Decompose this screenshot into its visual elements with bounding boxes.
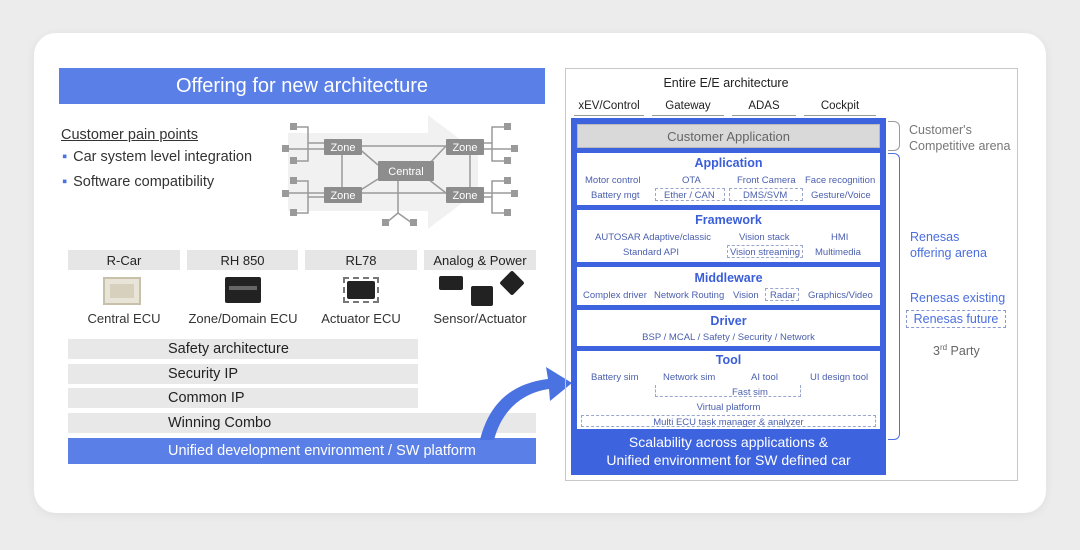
row-winning-combo: Winning Combo	[68, 413, 536, 433]
layer-item: DMS/SVM	[743, 190, 788, 201]
zone-label: Zone	[452, 142, 477, 154]
layer-item: UI design tool	[810, 372, 869, 383]
middleware-layer: Middleware Complex driver Network Routin…	[577, 267, 880, 305]
ee-tab-cockpit: Cockpit	[804, 96, 876, 116]
layer-item: Multi ECU task manager & analyzer	[653, 417, 804, 428]
dashed-box	[729, 188, 803, 201]
row-safety-architecture: Safety architecture	[68, 339, 418, 359]
layer-item: Gesture/Voice	[811, 190, 871, 201]
layer-item: Vision stack	[739, 232, 790, 243]
layer-title: Framework	[695, 213, 762, 227]
product-family-rcar: R-Car	[68, 250, 180, 270]
layer-item: OTA	[682, 175, 701, 186]
renesas-offering-label: Renesas offering arena	[910, 230, 987, 260]
zone-label: Zone	[330, 190, 355, 202]
tool-layer: Tool Battery sim Network sim AI tool UI …	[577, 351, 880, 429]
renesas-future-label: Renesas future	[906, 310, 1006, 328]
pain-point-item: ▪Software compatibility	[62, 174, 215, 190]
analog-power-chips-icon	[437, 270, 529, 308]
dashed-box	[581, 415, 876, 427]
dashed-box	[655, 385, 801, 397]
layer-item: Radar	[770, 290, 796, 301]
slide-title: Offering for new architecture	[59, 68, 545, 104]
product-family-rh850: RH 850	[187, 250, 298, 270]
layer-item: HMI	[831, 232, 849, 243]
layer-item: Face recognition	[805, 175, 876, 186]
central-label: Central	[388, 166, 423, 178]
renesas-existing-label: Renesas existing	[910, 291, 1006, 305]
pain-points-heading: Customer pain points	[61, 127, 199, 143]
layer-title: Application	[694, 156, 763, 170]
renesas-arena-bracket	[888, 153, 900, 440]
ee-tab-xev-control: xEV/Control	[574, 96, 644, 116]
driver-layer: Driver BSP / MCAL / Safety / Security / …	[577, 310, 880, 346]
product-label-zone-domain-ecu: Zone/Domain ECU	[188, 311, 298, 326]
product-family-analog-power: Analog & Power	[424, 250, 536, 270]
third-party-label: 3rd Party	[933, 343, 980, 359]
layer-item: AUTOSAR Adaptive/classic	[595, 232, 711, 243]
layer-item: Ether / CAN	[664, 190, 715, 201]
row-security-ip: Security IP	[68, 364, 418, 384]
product-label-central-ecu: Central ECU	[87, 311, 161, 326]
zone-label: Zone	[452, 190, 477, 202]
ee-architecture-title: Entire E/E architecture	[663, 76, 789, 90]
layer-item: Multimedia	[815, 247, 861, 258]
layer-item: Motor control	[585, 175, 641, 186]
layer-item: Vision	[733, 290, 759, 301]
layer-item: Vision streaming	[730, 247, 801, 258]
customer-arena-bracket	[888, 121, 900, 151]
unified-dev-environment-bar: Unified development environment / SW pla…	[68, 438, 536, 464]
zone-architecture-diagram: Zone Zone Zone Zone Central	[282, 115, 518, 229]
dashed-box	[765, 288, 799, 301]
layer-item: Virtual platform	[696, 402, 761, 413]
ee-tab-adas: ADAS	[732, 96, 796, 116]
layer-item: Network sim	[663, 372, 716, 383]
layer-item: Complex driver	[583, 290, 647, 301]
scalability-caption: Scalability across applications & Unifie…	[606, 434, 851, 468]
layer-item: BSP / MCAL / Safety / Security / Network	[642, 332, 815, 343]
layer-item: AI tool	[751, 372, 778, 383]
row-common-ip: Common IP	[68, 388, 418, 408]
customer-arena-label: Customer's Competitive arena	[909, 123, 1011, 153]
layer-title: Middleware	[694, 271, 763, 285]
rh850-chip-icon	[225, 277, 261, 303]
bullet-icon: ▪	[62, 149, 68, 165]
layer-item: Graphics/Video	[808, 290, 873, 301]
rcar-chip-icon	[103, 277, 141, 305]
product-label-sensor-actuator: Sensor/Actuator	[433, 311, 527, 326]
layer-item: Front Camera	[737, 175, 796, 186]
layer-item: Standard API	[623, 247, 679, 258]
rl78-chip-icon	[340, 274, 382, 306]
pain-point-item: ▪Car system level integration	[62, 149, 253, 165]
layer-title: Driver	[710, 314, 747, 328]
ee-tab-gateway: Gateway	[652, 96, 724, 116]
customer-application-layer: Customer Application	[577, 124, 880, 148]
layer-item: Battery sim	[591, 372, 639, 383]
ee-architecture-frame	[565, 68, 1018, 481]
dashed-box	[655, 188, 725, 201]
framework-layer: Framework AUTOSAR Adaptive/classic Visio…	[577, 210, 880, 262]
layer-title: Tool	[715, 353, 742, 367]
application-layer: Application Motor control OTA Front Came…	[577, 153, 880, 205]
zone-label: Zone	[330, 142, 355, 154]
product-family-rl78: RL78	[305, 250, 417, 270]
layer-item: Fast sim	[732, 387, 768, 398]
product-label-actuator-ecu: Actuator ECU	[321, 311, 401, 326]
layer-item: Battery mgt	[591, 190, 640, 201]
curved-arrow-icon	[480, 367, 572, 440]
dashed-box	[727, 245, 803, 258]
bullet-icon: ▪	[62, 174, 68, 190]
layer-item: Network Routing	[654, 290, 725, 301]
